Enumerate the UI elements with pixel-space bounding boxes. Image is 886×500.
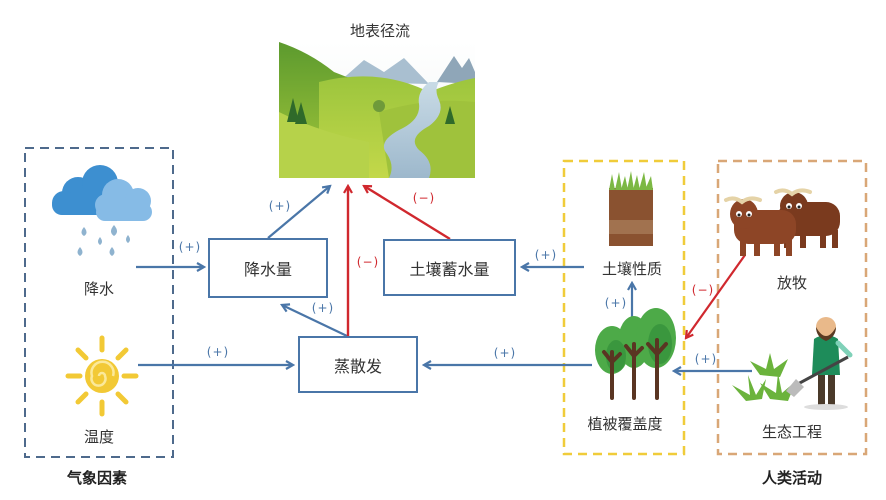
precip-amount-box: 降水量 xyxy=(208,238,328,298)
sign-precip-to-amount: (+) xyxy=(178,240,202,254)
sign-soil-to-runoff: (−) xyxy=(412,191,436,205)
evapotranspiration-box: 蒸散发 xyxy=(298,336,418,393)
sign-grazing-to-veg: (−) xyxy=(691,283,715,297)
runoff-title: 地表径流 xyxy=(349,22,411,40)
soil-icon xyxy=(609,171,653,246)
weather-group-box xyxy=(24,147,174,458)
yak-icon xyxy=(724,188,840,256)
vegetation-cover-label: 植被覆盖度 xyxy=(587,415,663,433)
arrow-grazing-to-veg xyxy=(686,254,746,338)
soil-property-label: 土壤性质 xyxy=(601,260,663,278)
landscape-illustration xyxy=(279,42,475,178)
river-icon xyxy=(383,82,441,178)
human-group-box xyxy=(716,159,868,456)
sign-amount-to-runoff: (+) xyxy=(268,199,292,213)
sign-veg-to-soilprop: (+) xyxy=(604,296,628,310)
sign-et-to-runoff: (−) xyxy=(356,255,380,269)
soil-water-storage-label: 土壤蓄水量 xyxy=(409,259,490,279)
land-group-box xyxy=(562,159,686,456)
sign-temp-to-et: (+) xyxy=(206,345,230,359)
temperature-label: 温度 xyxy=(83,428,115,446)
sign-veg-to-et: (+) xyxy=(493,346,517,360)
grazing-label: 放牧 xyxy=(776,274,808,292)
arrow-soil-to-runoff xyxy=(364,186,451,241)
rain-cloud-icon xyxy=(52,165,152,256)
sign-et-to-amount: (+) xyxy=(311,301,335,315)
trees-icon xyxy=(595,308,676,400)
evapotranspiration-label: 蒸散发 xyxy=(333,356,382,376)
weather-group-title: 气象因素 xyxy=(66,469,128,487)
soil-water-storage-box: 土壤蓄水量 xyxy=(383,239,516,296)
gardener-icon xyxy=(732,317,853,410)
sun-icon xyxy=(65,335,139,417)
arrow-et-to-amount xyxy=(282,305,348,337)
eco-engineering-label: 生态工程 xyxy=(761,423,823,441)
precipitation-label: 降水 xyxy=(83,280,115,298)
sign-eco-to-veg: (+) xyxy=(694,352,718,366)
precip-amount-label: 降水量 xyxy=(243,260,292,279)
human-group-title: 人类活动 xyxy=(761,469,823,487)
arrow-amount-to-runoff xyxy=(267,186,330,239)
sign-soilprop-to-storage: (+) xyxy=(534,248,558,262)
